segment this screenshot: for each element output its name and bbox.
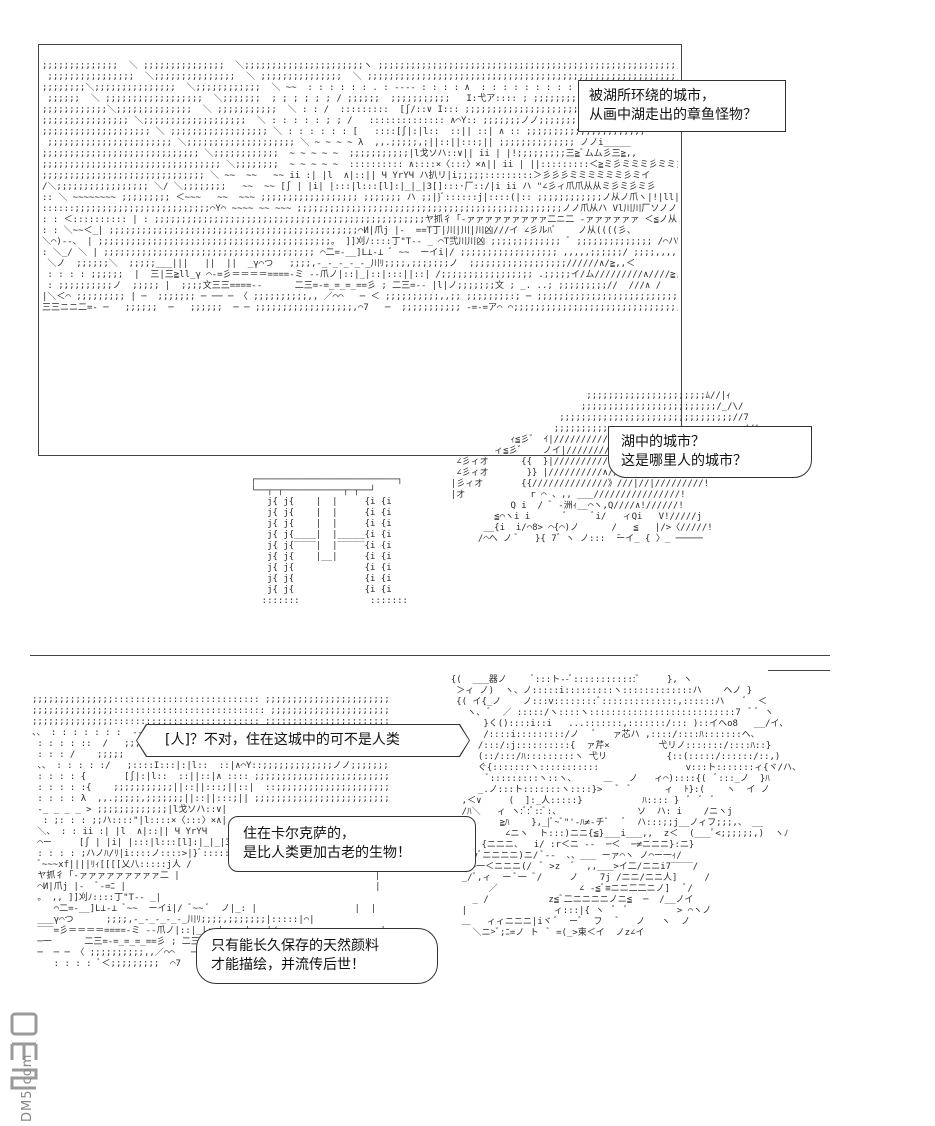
panel-divider-right	[768, 670, 830, 671]
watermark-text: DM5.com	[20, 1053, 35, 1122]
ascii-art-creature-upper: ;;;;;;;;;;;;;;;;;;;;;;ﾑ//|ｨ ;;;;;;;;;;;;…	[450, 391, 760, 544]
bubble-line: 从画中湖走出的章鱼怪物？	[589, 107, 757, 123]
painting-frame	[38, 44, 682, 456]
bubble-line: 才能描绘，并流传后世！	[211, 957, 365, 973]
bubble-line: 这是哪里人的城市？	[621, 453, 747, 469]
bubble-natural-pigments: 只有能长久保存的天然颜料 才能描绘，并流传后世！	[196, 928, 438, 984]
bubble-line: 是比人类更加古老的生物！	[243, 845, 411, 861]
ascii-art-torii: ┌──────────────────────────┐ └──┬─┬─────…	[250, 475, 408, 606]
bubble-line: 湖中的城市？	[621, 434, 705, 450]
bubble-older-creatures: 住在卡尔克萨的， 是比人类更加古老的生物！	[228, 816, 476, 872]
panel-divider	[30, 655, 830, 656]
bubble-not-human: [人]？不对，住在这城中的可不是人类	[136, 724, 470, 757]
ascii-art-creature-lower: {( ___器ノ ﾞ:::ト--ﾞ::::::::::::ﾞ }, ヽ ＞ィ ノ…	[450, 675, 802, 938]
bubble-line: 只有能长久保存的天然颜料	[211, 938, 379, 954]
dm5-logo-icon	[10, 1012, 38, 1090]
bubble-whose-city: 湖中的城市？ 这是哪里人的城市？	[608, 426, 812, 478]
bubble-line: [人]？不对，住在这城中的可不是人类	[165, 732, 400, 748]
bubble-lake-city-question: 被湖所环绕的城市， 从画中湖走出的章鱼怪物？	[578, 80, 786, 132]
bubble-line: 被湖所环绕的城市，	[589, 88, 715, 104]
bubble-line: 住在卡尔克萨的，	[243, 826, 355, 842]
